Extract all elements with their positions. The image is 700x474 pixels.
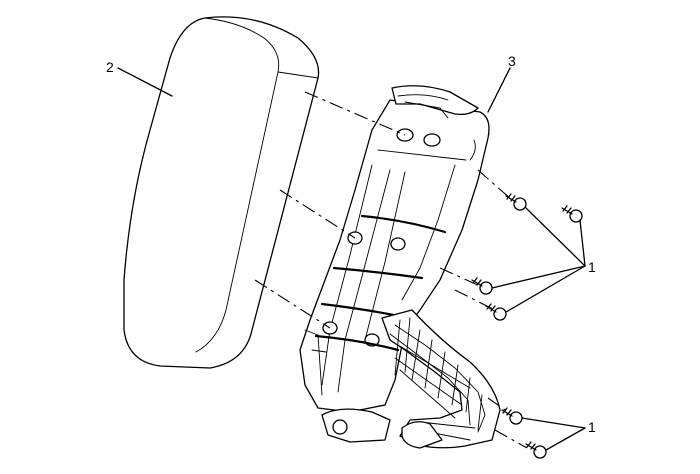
bolt-lower-middle bbox=[485, 303, 507, 321]
cable-ties bbox=[314, 214, 447, 352]
recliner-mechanism bbox=[381, 309, 501, 449]
bolt-upper-right bbox=[561, 205, 583, 223]
seatback-frame bbox=[299, 85, 490, 443]
callout-fasteners-lower: 1 bbox=[588, 419, 596, 435]
callout-headrest: 2 bbox=[106, 59, 114, 75]
headrest bbox=[123, 16, 320, 369]
bolt-bottom-lower bbox=[525, 441, 547, 459]
bolt-upper-left bbox=[505, 193, 527, 211]
bolt-middle bbox=[471, 277, 493, 295]
bolt-bottom-upper bbox=[501, 407, 523, 425]
fasteners bbox=[471, 193, 583, 459]
callout-fasteners-upper: 1 bbox=[588, 259, 596, 275]
leader-lines bbox=[117, 67, 586, 451]
callout-seatback-frame: 3 bbox=[508, 53, 516, 69]
